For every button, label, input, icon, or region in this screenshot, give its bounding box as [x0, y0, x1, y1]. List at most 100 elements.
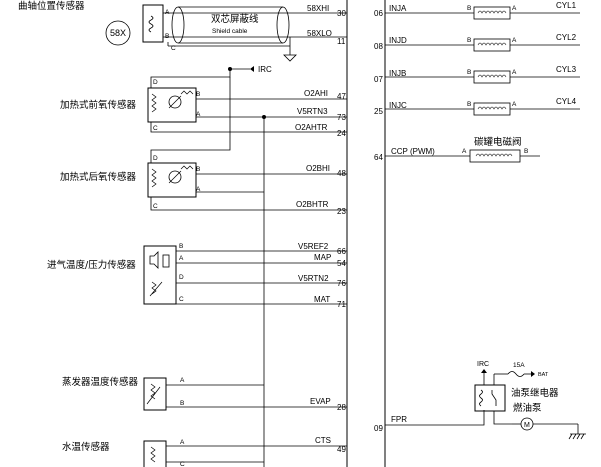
- pin-49: 49: [337, 445, 346, 454]
- mat-thermistor-icon: [149, 281, 163, 297]
- sig-o2ahtr: O2AHTR: [295, 123, 328, 132]
- shield-right: [276, 6, 290, 44]
- motor-label: M: [524, 422, 530, 429]
- inj1-term-b: B: [467, 5, 471, 12]
- injector-3-coil-icon: [477, 74, 507, 78]
- injector-4-coil: [473, 102, 511, 116]
- crank-sensor-box: [142, 4, 164, 43]
- fpr-irc-arrow-icon: [481, 369, 487, 373]
- sig-injb: INJB: [389, 69, 406, 78]
- irc-label: IRC: [258, 65, 272, 74]
- evap-term-b: B: [180, 400, 184, 407]
- pin-11: 11: [337, 37, 346, 46]
- evap-sensor-label: 蒸发器温度传感器: [62, 376, 139, 388]
- o2-rear-res-icon: [180, 165, 194, 170]
- fuel-pump-relay-label: 油泵继电器: [511, 387, 559, 399]
- o2f-term-b: B: [196, 91, 200, 98]
- inj3-term-b: B: [467, 69, 471, 76]
- pin-71: 71: [337, 300, 346, 309]
- map-speaker-icon: [149, 251, 159, 269]
- crank-badge-circle: [105, 20, 131, 46]
- o2r-term-b: B: [196, 166, 200, 173]
- inj4-term-a: A: [512, 101, 517, 108]
- pump-ground-icon: [568, 433, 586, 440]
- ccp-coil-icon: [475, 153, 513, 157]
- sig-58xhi: 58XHI: [307, 4, 329, 13]
- relay-coil-icon: [479, 389, 483, 407]
- injector-2-coil: [473, 38, 511, 52]
- inj1-term-a: A: [512, 5, 517, 12]
- o2r-term-d: D: [153, 155, 158, 162]
- pin-66: 66: [337, 247, 346, 256]
- cts-sensor-label: 水温传感器: [62, 441, 110, 453]
- fuse-icon: [507, 371, 525, 377]
- injector-1-coil: [473, 6, 511, 20]
- pin-28: 28: [337, 403, 346, 412]
- pin-47: 47: [337, 92, 346, 101]
- inj3-term-a: A: [512, 69, 517, 76]
- injector-cyl3: 07 INJB B A CYL3: [374, 65, 580, 84]
- wire-o2bhtr: [150, 197, 347, 211]
- cts-sensor-box: [143, 440, 167, 467]
- injector-cyl1: 06 INJA B A CYL1: [374, 1, 580, 20]
- pin-30: 30: [337, 9, 346, 18]
- cyl2-label: CYL2: [556, 33, 577, 42]
- crank-badge-text: 58X: [110, 28, 126, 38]
- pin-64: 64: [374, 153, 383, 162]
- o2-rear-label: 加热式后氧传感器: [60, 171, 137, 183]
- pin-76: 76: [337, 279, 346, 288]
- injector-4-coil-icon: [477, 106, 507, 110]
- evap-sensor-box: [143, 377, 167, 411]
- pin-24: 24: [337, 129, 346, 138]
- crank-coil-icon: [148, 15, 154, 33]
- pin-23: 23: [337, 207, 346, 216]
- fuel-pump-relay-box: [474, 384, 506, 412]
- map-sensor-label: 进气温度/压力传感器: [47, 259, 136, 271]
- map-term-a: A: [179, 255, 184, 262]
- o2f-term-c: C: [153, 125, 158, 132]
- map-element-icon: [162, 254, 170, 268]
- shield-cn: 双芯屏蔽线: [211, 13, 259, 25]
- cyl1-label: CYL1: [556, 1, 577, 10]
- crank-term-b: B: [165, 33, 169, 40]
- sig-cts: CTS: [315, 436, 331, 445]
- map-term-b: B: [179, 243, 183, 250]
- shield-en: Shield cable: [212, 28, 248, 35]
- ccp-valve-label: 碳罐电磁阀: [474, 136, 522, 148]
- map-term-d: D: [179, 274, 184, 281]
- evap-thermistor-icon: [146, 383, 161, 405]
- wire-o2f-d: [150, 69, 231, 88]
- injector-cyl4: 25 INJC B A CYL4: [374, 97, 580, 116]
- shield-left: [171, 6, 185, 44]
- fuse-label: 15A: [513, 362, 525, 369]
- pin-08: 08: [374, 42, 383, 51]
- inj2-term-a: A: [512, 37, 517, 44]
- sig-inja: INJA: [389, 4, 407, 13]
- sig-o2bhi: O2BHI: [306, 164, 330, 173]
- o2r-term-a: A: [196, 186, 201, 193]
- o2-rear-cell-arrow: [168, 170, 182, 184]
- o2r-term-c: C: [153, 203, 158, 210]
- o2-front-cell-arrow: [168, 95, 182, 109]
- wire-o2ahtr: [150, 122, 347, 133]
- map-term-c: C: [179, 296, 184, 303]
- sig-evap: EVAP: [310, 397, 331, 406]
- ccp-term-a: A: [462, 148, 467, 155]
- sig-mat: MAT: [314, 295, 330, 304]
- ccp-term-b: B: [524, 148, 528, 155]
- cyl4-label: CYL4: [556, 97, 577, 106]
- irc-arrow-icon: [250, 66, 254, 72]
- bat-arrow-icon: [531, 371, 535, 377]
- injector-2-coil-icon: [477, 42, 507, 46]
- pin-48: 48: [337, 169, 346, 178]
- sig-o2ahi: O2AHI: [304, 89, 328, 98]
- injector-1-coil-icon: [477, 10, 507, 14]
- cyl3-label: CYL3: [556, 65, 577, 74]
- pin-09: 09: [374, 424, 383, 433]
- o2-front-heater-icon: [151, 93, 157, 113]
- wire-o2r-d: [150, 77, 231, 163]
- crank-term-a: A: [165, 9, 170, 16]
- cts-thermistor-icon: [150, 446, 156, 463]
- pin-07: 07: [374, 75, 383, 84]
- cts-term-a: A: [180, 439, 185, 446]
